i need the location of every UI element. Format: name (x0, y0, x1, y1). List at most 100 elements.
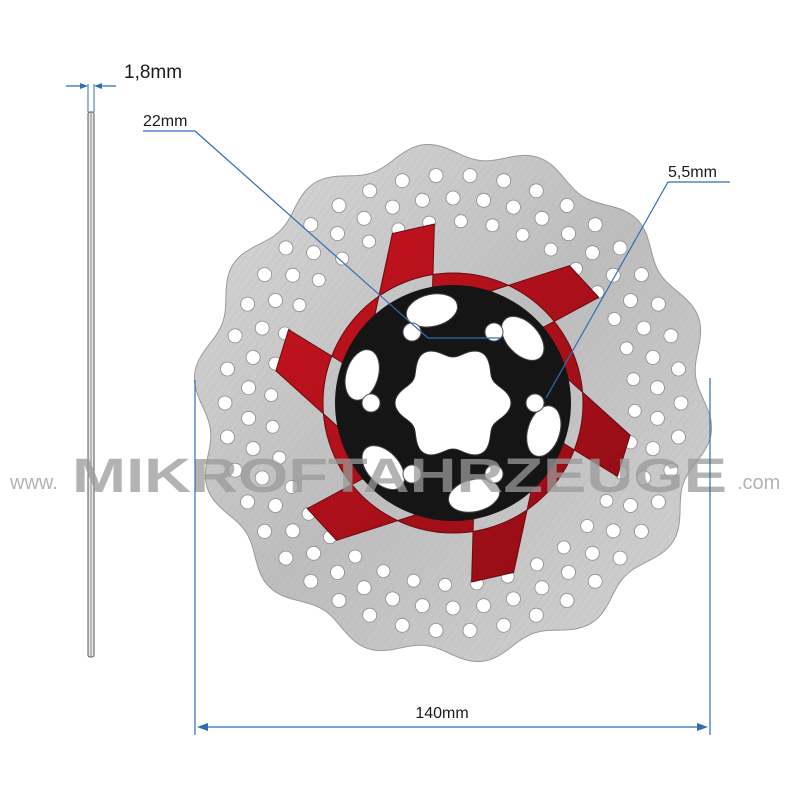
brake-rotor (194, 144, 712, 662)
vent-hole (376, 564, 391, 578)
bolt-hole (525, 393, 545, 413)
bolt-hole-dimension: 5,5mm (545, 164, 730, 399)
vent-hole (528, 183, 544, 199)
rotor-vent-holes (217, 168, 689, 638)
vent-hole (496, 173, 512, 189)
vent-hole (385, 199, 401, 215)
vent-hole (227, 328, 243, 344)
vent-hole (245, 349, 261, 365)
vent-hole (285, 523, 301, 539)
vent-hole (645, 441, 661, 457)
vent-hole (227, 462, 243, 478)
vent-hole (240, 494, 256, 510)
vent-hole (394, 617, 410, 633)
vent-hole (438, 577, 453, 592)
vent-hole (428, 623, 444, 638)
vent-hole (385, 591, 401, 607)
vent-hole (362, 234, 376, 249)
vent-hole (485, 218, 500, 233)
vent-hole (671, 361, 686, 377)
vent-hole (362, 183, 378, 199)
vent-hole (254, 320, 270, 336)
hub-window (500, 315, 545, 361)
vent-hole (220, 361, 235, 377)
diameter-dimension: 140mm (194, 378, 711, 735)
vent-hole (587, 573, 603, 589)
vent-hole (406, 573, 421, 588)
watermark-prefix: www. (9, 472, 58, 494)
vent-hole (285, 267, 301, 283)
vent-hole (585, 545, 600, 561)
watermark-suffix: .com (737, 472, 780, 494)
vent-hole (663, 462, 679, 478)
vent-hole (362, 607, 378, 623)
vent-hole (272, 450, 287, 465)
diameter-label: 140mm (415, 705, 468, 722)
vent-hole (356, 580, 372, 596)
vent-hole (587, 217, 603, 233)
vent-hole (651, 494, 666, 510)
vent-hole (515, 227, 530, 242)
bolt-hole (361, 393, 381, 413)
vent-hole (634, 524, 649, 539)
vent-hole (268, 498, 283, 513)
vent-hole (605, 523, 621, 539)
center-bore-label: 22mm (143, 113, 187, 130)
vent-hole (445, 600, 461, 616)
vent-hole (556, 540, 571, 555)
vent-hole (506, 591, 521, 607)
vent-hole (623, 293, 638, 308)
vent-hole (627, 403, 642, 418)
vent-hole (599, 493, 614, 508)
vent-hole (330, 565, 345, 580)
vent-hole (673, 395, 689, 411)
vent-hole (264, 388, 279, 403)
vent-hole (245, 441, 261, 457)
hub-window (344, 349, 380, 401)
vent-hole (254, 470, 270, 486)
bolt-hole (402, 322, 422, 342)
vent-hole (265, 419, 280, 434)
vent-hole (650, 380, 665, 396)
thickness-dimension: 1,8mm (66, 62, 182, 112)
vent-hole (619, 341, 634, 356)
vent-hole (331, 593, 347, 608)
vent-hole (330, 226, 345, 242)
vent-hole (241, 380, 257, 396)
vent-hole (284, 480, 299, 494)
vent-hole (217, 395, 233, 411)
vent-hole (257, 267, 273, 283)
vent-hole (462, 623, 478, 638)
vent-hole (612, 240, 628, 256)
vent-hole (559, 198, 575, 213)
hub-window (361, 445, 406, 491)
vent-hole (306, 245, 322, 261)
vent-hole (543, 242, 558, 257)
vent-hole (476, 598, 492, 614)
bolt-hole-label: 5,5mm (668, 164, 717, 181)
watermark-brand: MIKROFTAHRZEUGE (72, 450, 727, 503)
vent-hole (414, 192, 430, 208)
vent-hole (241, 410, 257, 426)
vent-hole (348, 549, 363, 564)
vent-hole (278, 550, 294, 566)
vent-hole (623, 498, 638, 513)
vent-hole (445, 190, 461, 206)
vent-hole (268, 293, 283, 308)
center-bore-dimension: 22mm (143, 113, 500, 339)
hub-window (526, 405, 562, 457)
vent-hole (496, 617, 512, 633)
vent-hole (650, 410, 665, 426)
vent-hole (561, 226, 576, 242)
vent-hole (257, 524, 273, 539)
vent-hole (331, 198, 347, 213)
vent-hole (612, 550, 628, 566)
vent-hole (580, 519, 595, 533)
vent-hole (303, 217, 319, 233)
vent-hole (220, 429, 235, 445)
vent-hole (394, 173, 410, 189)
bolt-hole (484, 464, 504, 484)
vent-hole (651, 296, 666, 312)
